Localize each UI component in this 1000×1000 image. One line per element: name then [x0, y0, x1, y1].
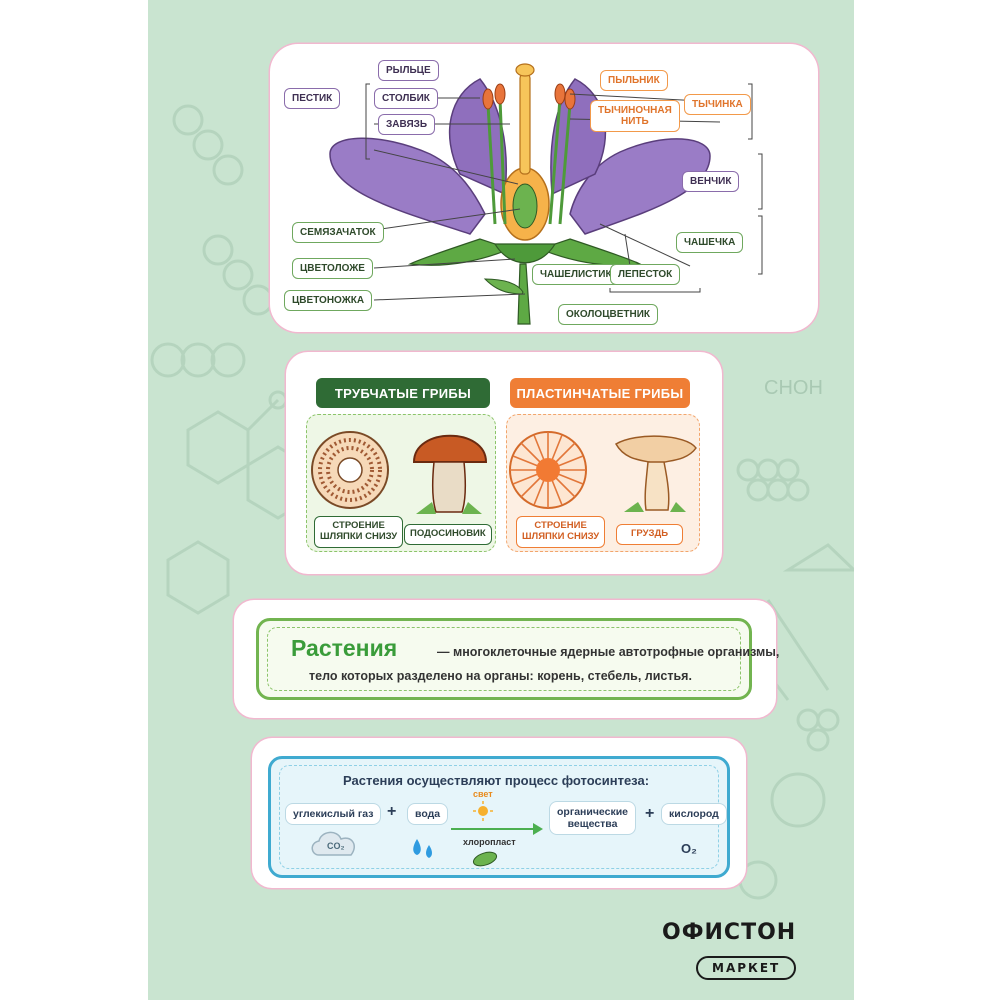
- label-style: СТОЛБИК: [374, 88, 438, 109]
- label-calyx: ЧАШЕЧКА: [676, 232, 744, 253]
- definition-text-line1: — многоклеточные ядерные автотрофные орг…: [437, 645, 780, 659]
- co2-formula: CO₂: [327, 841, 345, 851]
- label-ovary: ЗАВЯЗЬ: [378, 114, 436, 135]
- label-petal: ЛЕПЕСТОК: [610, 264, 681, 285]
- tubular-cap-structure-line2: ШЛЯПКИ СНИЗУ: [320, 530, 398, 542]
- background-formula: CHOH: [764, 377, 823, 399]
- label-filament-line1: ТЫЧИНОЧНАЯ: [598, 105, 672, 116]
- label-anther: ПЫЛЬНИК: [600, 70, 668, 91]
- tubular-mushrooms-title: ТРУБЧАТЫЕ ГРИБЫ: [316, 378, 490, 408]
- mushrooms-sticker: ТРУБЧАТЫЕ ГРИБЫ ПЛАСТИНЧАТЫЕ ГРИБЫ: [286, 352, 722, 574]
- light-label: свет: [473, 789, 493, 799]
- lamellar-cap-structure-line2: ШЛЯПКИ СНИЗУ: [522, 530, 600, 542]
- sticker-sheet: CHOH: [148, 0, 854, 1000]
- flower-illustration: [329, 63, 763, 325]
- organic-matter-line2: вещества: [567, 818, 618, 831]
- definition-frame: Растения — многоклеточные ядерные автотр…: [256, 618, 779, 700]
- label-stigma: РЫЛЬЦЕ: [378, 60, 439, 81]
- o2-formula: O₂: [681, 841, 697, 856]
- milk-cap-label: ГРУЗДЬ: [616, 524, 684, 545]
- tubular-cap-structure-line1: СТРОЕНИЕ: [332, 520, 385, 531]
- mushroom-illustrations: [311, 431, 697, 514]
- label-ovule: СЕМЯЗАЧАТОК: [292, 222, 384, 243]
- lamellar-mushrooms-title: ПЛАСТИНЧАТЫЕ ГРИБЫ: [510, 378, 690, 408]
- brand-subtitle: МАРКЕТ: [696, 956, 797, 980]
- organic-matter-line1: органические: [557, 806, 629, 818]
- label-filament-line2: НИТЬ: [621, 116, 649, 127]
- label-stamen: ТЫЧИНКА: [684, 94, 751, 115]
- lamellar-cap-structure-line1: СТРОЕНИЕ: [534, 520, 587, 531]
- photosynthesis-sticker: Растения осуществляют процесс фотосинтез…: [252, 738, 746, 888]
- definition-term: Растения: [291, 635, 398, 661]
- brand-name: ОФИСТОН: [662, 920, 797, 945]
- co2-label: углекислый газ: [285, 803, 382, 826]
- photosynthesis-frame: Растения осуществляют процесс фотосинтез…: [268, 756, 730, 878]
- label-pistil: ПЕСТИК: [284, 88, 341, 109]
- boletus-label: ПОДОСИНОВИК: [404, 524, 492, 545]
- water-label: вода: [407, 803, 449, 826]
- brand-logo: ОФИСТОН МАРКЕТ: [660, 920, 840, 990]
- oxygen-label: кислород: [661, 803, 727, 826]
- label-receptacle: ЦВЕТОЛОЖЕ: [292, 258, 373, 279]
- label-corolla: ВЕНЧИК: [682, 171, 740, 192]
- plus-sign-1: +: [387, 803, 397, 820]
- flower-structure-sticker: ПЕСТИК РЫЛЬЦЕ СТОЛБИК ЗАВЯЗЬ ПЫЛЬНИК ТЫЧ…: [270, 44, 818, 332]
- plus-sign-2: +: [645, 805, 655, 822]
- label-perianth: ОКОЛОЦВЕТНИК: [558, 304, 659, 325]
- photosynthesis-icons: [311, 801, 543, 867]
- label-pedicel: ЦВЕТОНОЖКА: [284, 290, 373, 311]
- definition-inner-frame: [267, 627, 741, 691]
- chloroplast-label: хлоропласт: [463, 837, 516, 847]
- plants-definition-sticker: Растения — многоклеточные ядерные автотр…: [234, 600, 779, 718]
- photosynthesis-title: Растения осуществляют процесс фотосинтез…: [343, 773, 650, 788]
- label-sepal: ЧАШЕЛИСТИК: [532, 264, 620, 285]
- definition-text-line2: тело которых разделено на органы: корень…: [309, 669, 692, 683]
